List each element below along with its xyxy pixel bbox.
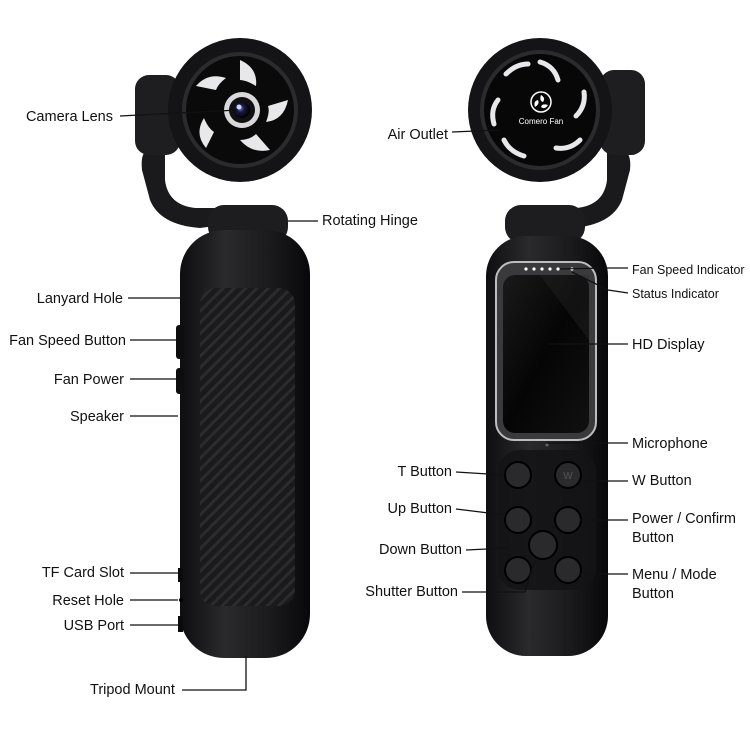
label-microphone: Microphone — [632, 436, 708, 452]
label-reset-hole: Reset Hole — [52, 593, 124, 609]
hinge-block-right — [600, 70, 645, 155]
label-air-outlet: Air Outlet — [387, 127, 448, 143]
t-button — [504, 461, 532, 489]
hinge-neck-right — [505, 205, 585, 243]
fan-speed-indicator-dots — [524, 267, 560, 271]
label-lanyard-hole: Lanyard Hole — [36, 291, 123, 307]
fan-speed-side-button — [176, 325, 184, 359]
label-rotating-hinge: Rotating Hinge — [322, 213, 418, 229]
shutter-center-button — [528, 530, 558, 560]
label-status-indicator: Status Indicator — [632, 287, 719, 301]
fan-logo-icon — [530, 91, 552, 113]
reset-hole-mark — [179, 598, 183, 602]
air-outlet-grille — [490, 59, 587, 159]
label-fan-speed-button: Fan Speed Button — [9, 333, 126, 349]
hinge-arm — [141, 150, 215, 228]
power-confirm-button — [554, 506, 582, 534]
menu-mode-button — [554, 556, 582, 584]
fan-blades — [196, 60, 288, 151]
label-tripod-mount: Tripod Mount — [90, 682, 175, 698]
w-button — [554, 461, 582, 489]
w-button-glyph: W — [563, 471, 573, 482]
label-up-button: Up Button — [387, 501, 453, 517]
label-camera-lens: Camera Lens — [25, 109, 113, 125]
usb-port-mark — [178, 616, 183, 632]
left-device — [135, 38, 312, 658]
right-device: Comero Fan W — [468, 38, 645, 656]
up-button — [504, 506, 532, 534]
label-hd-display: HD Display — [632, 337, 705, 353]
control-buttons: W — [504, 461, 582, 584]
label-fan-speed-indicator: Fan Speed Indicator — [632, 263, 745, 277]
label-usb-port: USB Port — [63, 618, 124, 634]
label-t-button: T Button — [397, 464, 452, 480]
hinge-block — [135, 75, 180, 155]
label-w-button: W Button — [632, 473, 692, 489]
label-power-confirm-line1: Power / Confirm — [632, 511, 736, 527]
label-menu-mode-line2: Button — [632, 586, 674, 602]
label-speaker: Speaker — [69, 409, 124, 425]
label-shutter-button: Shutter Button — [365, 584, 458, 600]
tf-slot-mark — [178, 568, 183, 582]
fan-logo-text: Comero Fan — [519, 117, 563, 126]
label-power-confirm-line2: Button — [632, 530, 674, 546]
hd-display — [503, 275, 589, 433]
ribbed-panel — [200, 288, 295, 606]
leader-lines — [119, 109, 629, 691]
label-fan-power: Fan Power — [53, 372, 124, 388]
fan-power-side-button — [176, 368, 184, 394]
label-down-button: Down Button — [378, 542, 462, 558]
down-button — [504, 556, 532, 584]
label-tf-card-slot: TF Card Slot — [41, 565, 124, 581]
label-menu-mode-line1: Menu / Mode — [632, 567, 717, 583]
microphone-hole — [545, 443, 549, 447]
